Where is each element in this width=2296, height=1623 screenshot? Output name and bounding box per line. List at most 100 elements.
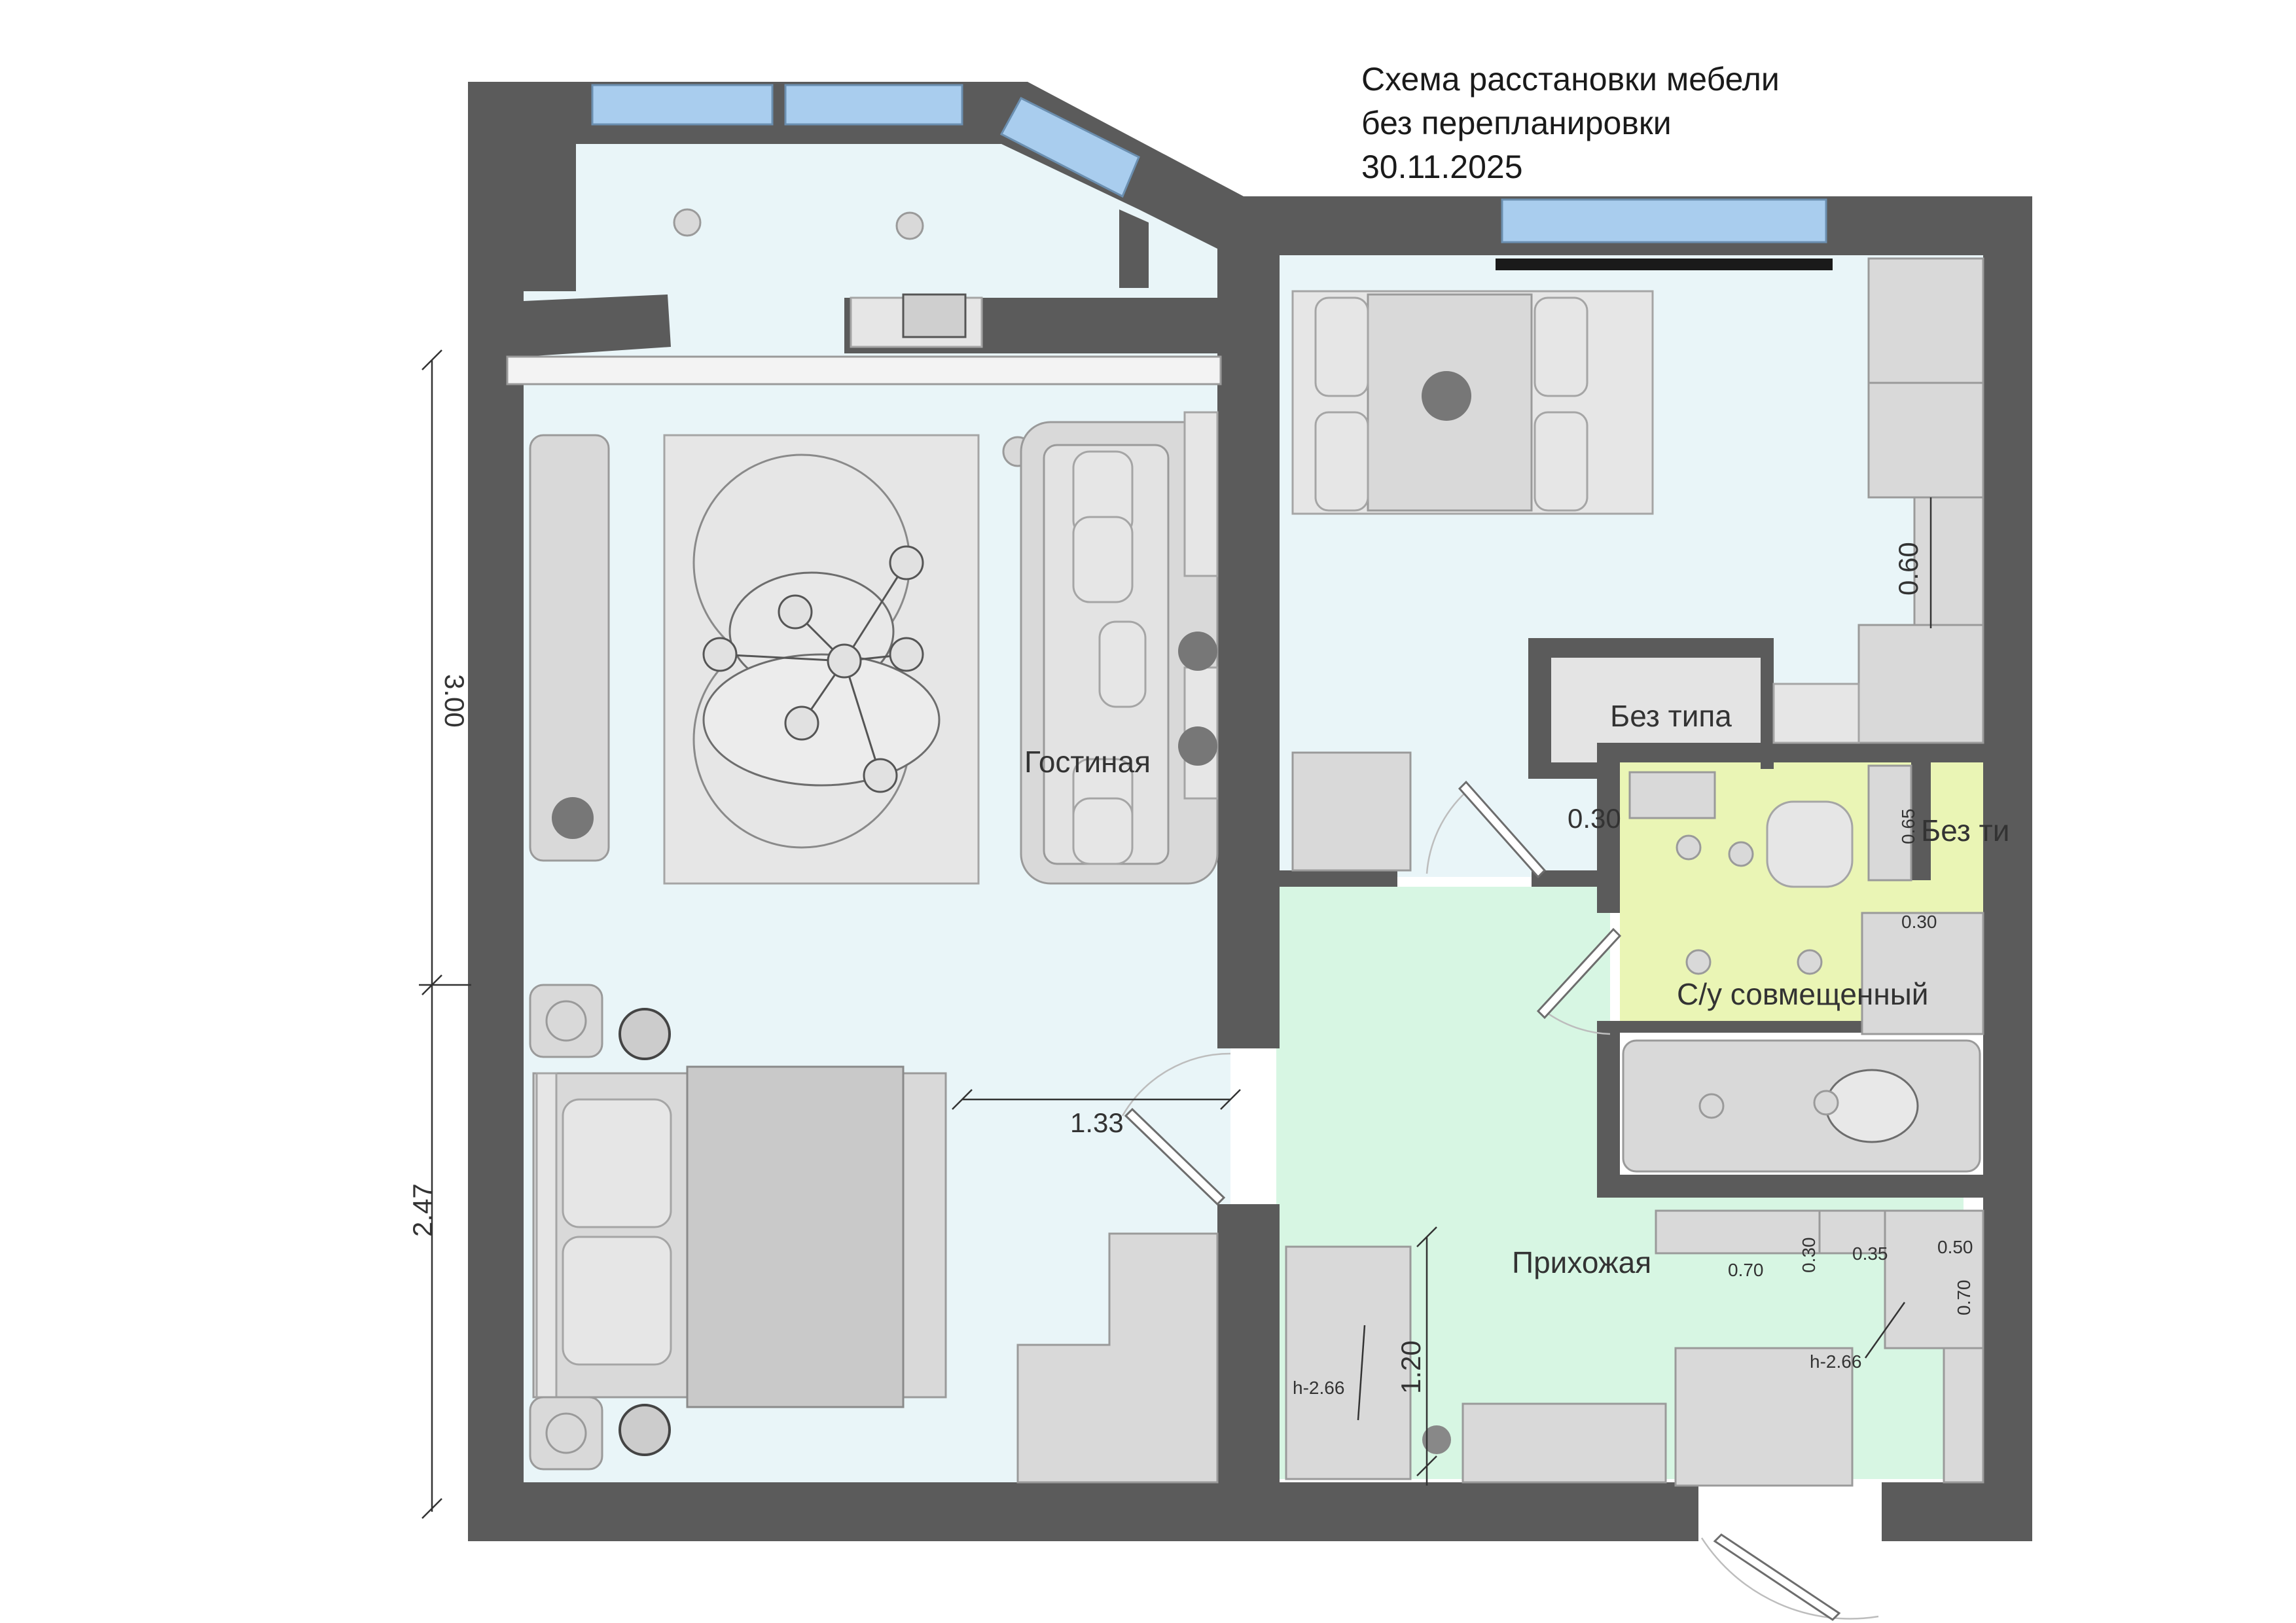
height-arrow-left xyxy=(1357,1325,1366,1421)
dim-left-upper: 3.00 xyxy=(439,674,470,728)
loggia-stool-1 xyxy=(673,208,702,237)
dim-storage-gap: 0.30 xyxy=(1568,803,1621,834)
door-leaf-bedroom xyxy=(1124,1107,1226,1206)
door-arc-entrance xyxy=(1700,1537,1879,1620)
window-kitchen-sill xyxy=(1496,259,1833,270)
title-block: Схема расстановки мебели без перепланиро… xyxy=(1361,61,1780,185)
side-shelf xyxy=(1183,411,1219,577)
kitchen-counter-bottom xyxy=(1857,624,1984,744)
hall-shelf-1 xyxy=(1655,1209,1821,1255)
dimtick-left-1 xyxy=(422,349,442,370)
windows xyxy=(506,84,1833,385)
kitchen-furniture xyxy=(1291,257,1984,872)
plant-icon-1 xyxy=(1178,632,1217,671)
door-leaf-entrance xyxy=(1713,1533,1841,1621)
dim-kitchen-depth: 0.60 xyxy=(1893,542,1924,596)
wardrobe xyxy=(1016,1232,1219,1484)
wall-loggia-inner-left xyxy=(524,294,671,357)
dimtick-hall-2 xyxy=(1416,1455,1437,1476)
wall-kitchen-bottom xyxy=(1280,870,1397,887)
window-loggia-2 xyxy=(784,84,963,126)
sink xyxy=(1861,912,1984,1035)
dim-left-lower: 2.47 xyxy=(407,1183,438,1237)
bath-dot-6 xyxy=(1813,1090,1839,1116)
wall-bath-bottom xyxy=(1597,1175,1983,1198)
lamp-top xyxy=(545,1000,587,1042)
bathtub xyxy=(1622,1039,1981,1173)
room-label-living: Гостиная xyxy=(1024,745,1151,779)
dim-bath-065: 0.65 xyxy=(1898,809,1918,845)
kitchen-stove xyxy=(1867,382,1984,499)
kitchen-counter-mid xyxy=(1913,496,1984,626)
room-label-hall: Прихожая xyxy=(1512,1245,1651,1279)
pouf-top xyxy=(619,1008,671,1060)
bath-dot-5 xyxy=(1698,1093,1725,1119)
bed-headboard xyxy=(535,1072,558,1399)
chair-3 xyxy=(1534,296,1588,397)
hall-bench xyxy=(1462,1402,1667,1484)
bathroom-furniture xyxy=(1622,764,1984,1173)
room-label-storage-1: Без типа xyxy=(1610,699,1732,733)
dimension-labels: 3.00 2.47 1.33 0.60 0.30 0.65 0.30 1.20 … xyxy=(407,542,1974,1398)
hall-cabinet xyxy=(1674,1347,1854,1487)
dim-bath-030: 0.30 xyxy=(1901,912,1937,932)
bath-dot-2 xyxy=(1728,841,1754,867)
sofa-cushion-5 xyxy=(1072,797,1134,865)
sofa-cushion-3 xyxy=(1098,620,1147,708)
wall-living-bottom-stub xyxy=(1217,1041,1280,1048)
dim-height-right: h-2.66 xyxy=(1810,1351,1861,1372)
blanket xyxy=(686,1065,905,1408)
plant-icon-2 xyxy=(1178,726,1217,766)
wall-bath-divider xyxy=(1911,762,1931,880)
bath-dot-4 xyxy=(1797,949,1823,975)
wall-bottom-left xyxy=(468,1482,1698,1541)
dim-hall-120: 1.20 xyxy=(1395,1340,1426,1394)
dim-hall-070: 0.70 xyxy=(1728,1260,1764,1280)
wall-bath-left-2 xyxy=(1597,1021,1620,1198)
dim-hall-035: 0.35 xyxy=(1852,1243,1888,1264)
dimtick-left-3 xyxy=(422,1498,442,1519)
kitchen-counter-top xyxy=(1867,257,1984,384)
bathtub-inner xyxy=(1825,1069,1919,1143)
title-date: 30.11.2025 xyxy=(1361,149,1523,185)
title-line-2: без перепланировки xyxy=(1361,105,1672,141)
dimtick-door-2 xyxy=(1220,1089,1241,1110)
hall-furniture xyxy=(1285,1209,1984,1487)
wall-storage-top xyxy=(1528,638,1774,658)
window-loggia-inner xyxy=(506,355,1222,385)
room-label-bathroom: С/у совмещенный xyxy=(1677,977,1929,1011)
sink-cabinet xyxy=(1867,764,1912,882)
wall-bath-top xyxy=(1597,743,1983,762)
chandelier-icon xyxy=(702,545,924,793)
wall-storage-left xyxy=(1528,638,1551,779)
tv-console xyxy=(529,434,610,862)
room-label-storage-2: Без ти xyxy=(1921,813,2009,847)
hall-plant-icon xyxy=(1422,1425,1451,1454)
dim-hall-070-v: 0.70 xyxy=(1954,1280,1974,1316)
pillow-2 xyxy=(562,1236,672,1366)
hall-wardrobe-left xyxy=(1285,1245,1412,1480)
door-arc-kitchen xyxy=(1426,791,1467,874)
wall-entrance-stub xyxy=(1685,1482,1695,1541)
door-leaf-kitchen xyxy=(1458,780,1547,879)
bath-dot-1 xyxy=(1676,834,1702,861)
wall-right xyxy=(1983,196,2032,1541)
hall-shoe-rack xyxy=(1943,1347,1984,1484)
sofa-cushion-2 xyxy=(1072,516,1134,603)
height-arrow-right xyxy=(1864,1302,1906,1359)
title-line-1: Схема расстановки мебели xyxy=(1361,61,1780,98)
doors xyxy=(1121,780,1879,1621)
wall-center-upper xyxy=(1217,196,1280,1047)
room-labels: Гостиная Прихожая С/у совмещенный Без ти… xyxy=(1024,699,2009,1279)
hall-shelf-3 xyxy=(1884,1209,1984,1349)
bath-dot-3 xyxy=(1685,949,1712,975)
plant-icon-3 xyxy=(552,797,594,839)
loggia-furniture xyxy=(673,208,983,348)
window-loggia-3 xyxy=(999,97,1140,198)
wall-storage-right xyxy=(1761,638,1774,769)
laptop-icon xyxy=(902,293,967,338)
door-leaf-bath xyxy=(1536,927,1622,1020)
dimtick-door-1 xyxy=(952,1089,973,1110)
toilet xyxy=(1766,800,1854,888)
